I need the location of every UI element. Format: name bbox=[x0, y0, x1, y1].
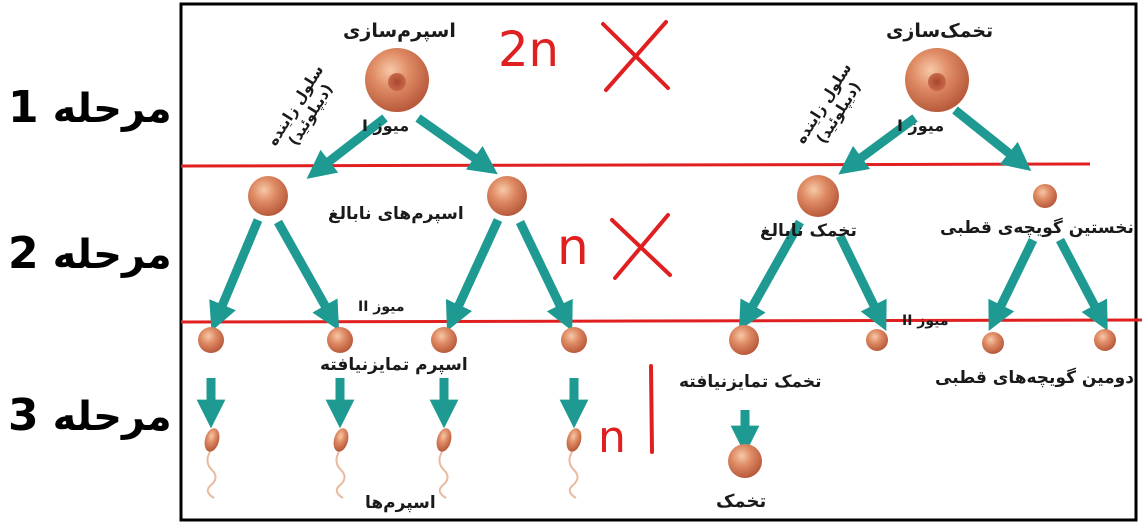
stage-label-1: مرحله 1 bbox=[8, 82, 172, 133]
sperm-meiosis1-label: میوز I bbox=[362, 116, 410, 135]
stage-label-3: مرحله 3 bbox=[8, 390, 172, 441]
sperms-label: اسپرم‌ها bbox=[365, 493, 436, 513]
stage-2-word: مرحله bbox=[52, 232, 172, 278]
sperm-2 bbox=[333, 428, 349, 499]
cross-mark-stage1 bbox=[601, 20, 670, 92]
first-polar-body-label: نخستین گویچه‌ی قطبی bbox=[940, 218, 1134, 238]
cross-mark-stage2 bbox=[610, 213, 672, 280]
second-polar-body-2 bbox=[982, 332, 1004, 354]
ink-bar-stage3 bbox=[649, 364, 654, 454]
sperm-3 bbox=[436, 428, 452, 499]
stage-divider-2 bbox=[180, 318, 1143, 324]
stage-2-number: 2 bbox=[8, 228, 39, 279]
spermatid-cell-2 bbox=[327, 327, 353, 353]
second-polar-body-3 bbox=[1094, 329, 1116, 351]
undifferentiated-egg-label: تخمک تمایزنیافته bbox=[679, 372, 822, 392]
ploidy-annotation-stage3: n bbox=[598, 412, 626, 463]
spermatid-cell-3 bbox=[431, 327, 457, 353]
immature-sperms-label: اسپرم‌های نابالغ bbox=[328, 204, 464, 224]
ploidy-annotation-stage2: n bbox=[557, 218, 589, 276]
egg-cell bbox=[728, 444, 762, 478]
sperm-1 bbox=[204, 428, 220, 499]
stage-1-number: 1 bbox=[8, 82, 39, 133]
stage-3-word: مرحله bbox=[52, 394, 172, 440]
first-polar-body-cell bbox=[1033, 184, 1057, 208]
immature-sperm-cell-1 bbox=[248, 176, 288, 216]
stage-label-2: مرحله 2 bbox=[8, 228, 172, 279]
immature-egg-cell bbox=[797, 175, 839, 217]
second-polar-bodies-label: دومین گویچه‌های قطبی bbox=[935, 368, 1134, 388]
ootid-cell bbox=[729, 325, 759, 355]
second-polar-body-1 bbox=[866, 329, 888, 351]
arrows bbox=[196, 106, 1108, 455]
germ-cell-egg bbox=[905, 48, 969, 112]
immature-sperm-cell-2 bbox=[487, 176, 527, 216]
stage-3-number: 3 bbox=[8, 390, 39, 441]
ploidy-annotation-stage1: 2n bbox=[498, 22, 559, 78]
spermatogenesis-title: اسپرم‌سازی bbox=[343, 20, 456, 42]
germ-cell-sperm bbox=[365, 48, 429, 112]
egg-meiosis1-label: میوز I bbox=[897, 116, 945, 135]
oogenesis-title: تخمک‌سازی bbox=[886, 20, 994, 42]
egg-label: تخمک bbox=[716, 491, 767, 512]
sperm-meiosis2-label: میوز II bbox=[358, 299, 405, 315]
sperm-4 bbox=[566, 428, 582, 499]
spermatid-cell-1 bbox=[198, 327, 224, 353]
diagram-frame bbox=[179, 2, 1138, 522]
stage-1-word: مرحله bbox=[52, 86, 172, 132]
spermatid-cell-4 bbox=[561, 327, 587, 353]
egg-meiosis2-label: میوز II bbox=[902, 313, 949, 329]
immature-egg-label: تخمک نابالغ bbox=[760, 221, 857, 241]
undifferentiated-sperm-label: اسپرم تمایزنیافته bbox=[320, 355, 468, 375]
